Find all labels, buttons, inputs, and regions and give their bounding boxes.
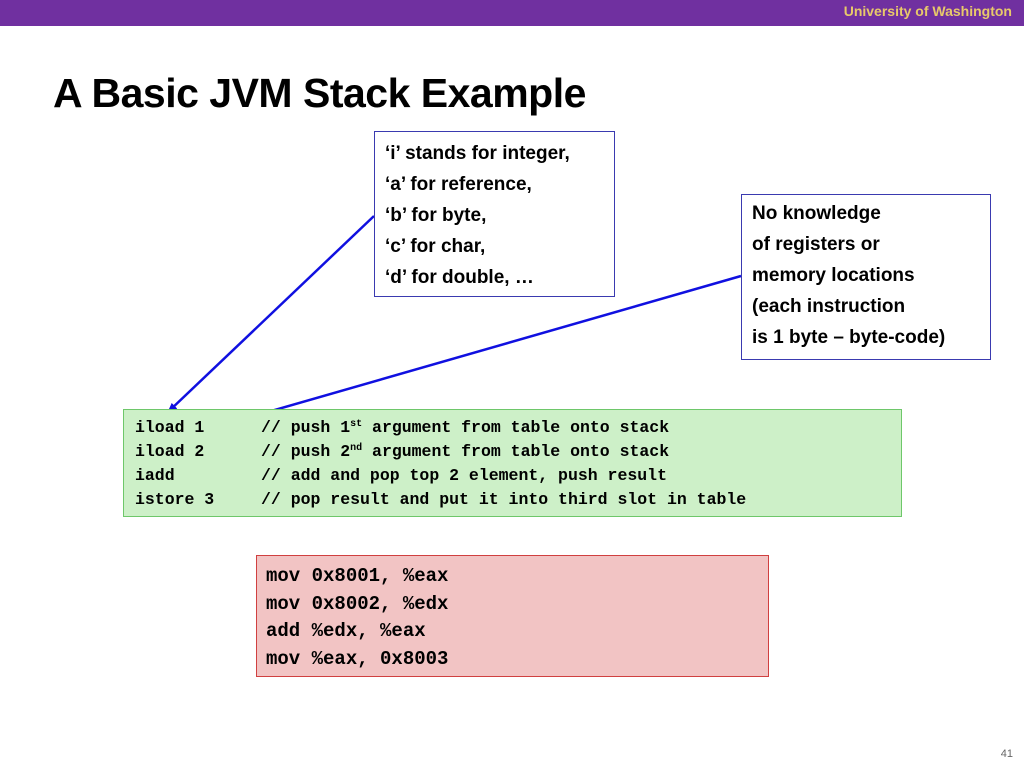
- university-name: University of Washington: [843, 3, 1012, 19]
- jvm-code-row: iload 2 // push 2nd argument from table …: [135, 440, 901, 464]
- registers-arrow: [246, 274, 742, 420]
- callout-line: ‘d’ for double, …: [385, 267, 534, 288]
- asm-line: add %edx, %eax: [266, 620, 426, 642]
- asm-line: mov %eax, 0x8003: [266, 647, 449, 670]
- asm-line: mov 0x8002, %edx: [266, 592, 449, 615]
- callout-line: memory locations: [752, 265, 915, 286]
- jvm-instruction: istore 3: [135, 490, 215, 509]
- jvm-code-row: iload 1 // push 1st argument from table …: [135, 416, 901, 440]
- jvm-comment: // push 1st argument from table onto sta…: [261, 418, 670, 437]
- jvm-code-row: iadd // add and pop top 2 element, push …: [135, 464, 901, 488]
- callout-line: ‘i’ stands for integer,: [385, 143, 570, 164]
- jvm-bytecode-box: iload 1 // push 1st argument from table …: [123, 409, 902, 517]
- callout-line: (each instruction: [752, 296, 906, 317]
- callout-line: ‘c’ for char,: [385, 236, 486, 257]
- header-bar: University of Washington: [0, 0, 1024, 26]
- jvm-instruction: iload 2: [135, 442, 205, 461]
- jvm-comment: // pop result and put it into third slot…: [261, 490, 747, 509]
- callout-line: ‘b’ for byte,: [385, 205, 487, 226]
- page-number: 41: [1000, 748, 1013, 760]
- no-registers-callout: No knowledge of registers or memory loca…: [741, 194, 991, 360]
- x86-assembly-box: mov 0x8001, %eax mov 0x8002, %edx add %e…: [256, 555, 769, 677]
- callout-line: is 1 byte – byte-code): [752, 327, 946, 348]
- slide-title: A Basic JVM Stack Example: [53, 70, 586, 116]
- type-prefix-callout: ‘i’ stands for integer, ‘a’ for referenc…: [374, 131, 615, 297]
- callout-line: of registers or: [752, 234, 880, 255]
- asm-line: mov 0x8001, %eax: [266, 565, 449, 587]
- jvm-instruction: iadd: [135, 466, 175, 485]
- jvm-instruction: iload 1: [135, 418, 205, 437]
- jvm-code-row: istore 3 // pop result and put it into t…: [135, 488, 901, 512]
- callout-line: No knowledge: [752, 203, 881, 224]
- jvm-comment: // add and pop top 2 element, push resul…: [261, 466, 667, 485]
- callout-line: ‘a’ for reference,: [385, 174, 532, 195]
- types-arrow: [167, 215, 375, 413]
- jvm-comment: // push 2nd argument from table onto sta…: [261, 442, 670, 461]
